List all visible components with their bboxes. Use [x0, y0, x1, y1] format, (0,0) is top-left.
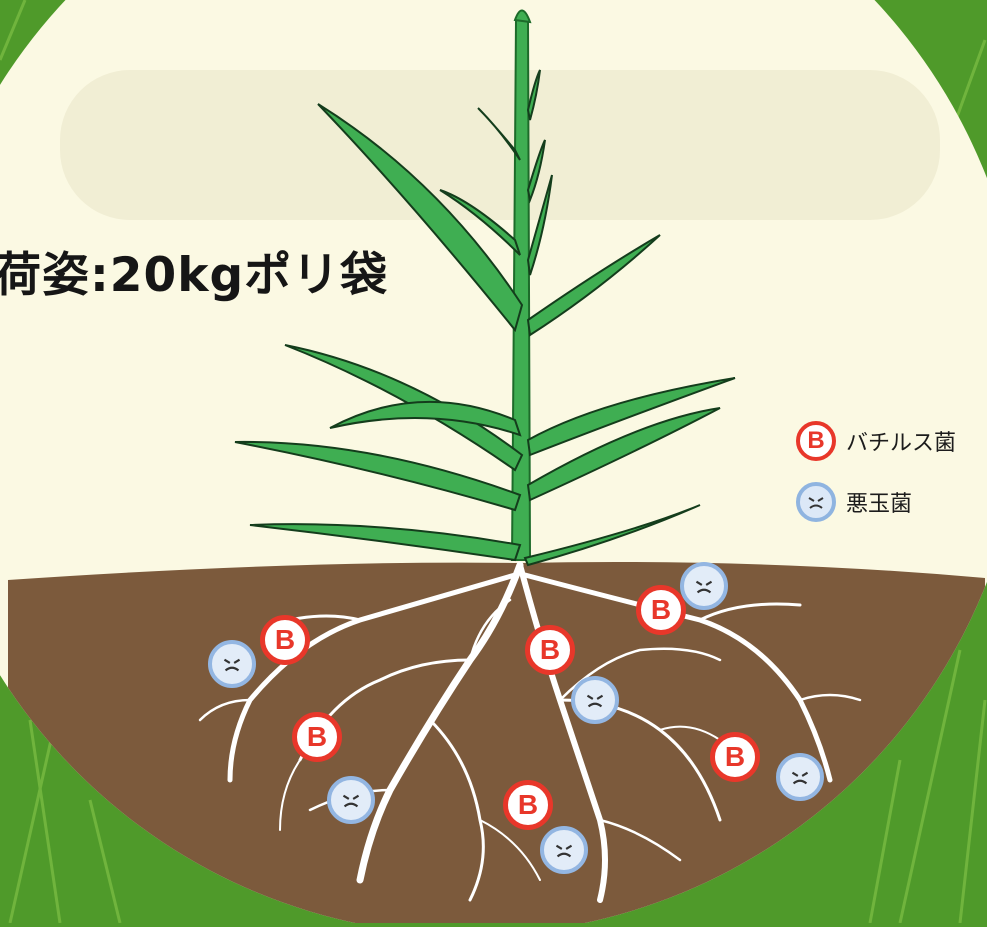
legend-bad: 悪玉菌 — [796, 482, 912, 522]
packaging-label: 荷姿:20kgポリ袋 — [0, 236, 388, 305]
bacillus-microbe: B — [525, 625, 575, 675]
bacillus-microbe: B — [710, 732, 760, 782]
legend-bad-label: 悪玉菌 — [846, 486, 912, 518]
legend-bacillus-label: バチルス菌 — [846, 425, 956, 457]
bacillus-microbe: B — [503, 780, 553, 830]
angry-microbe-icon — [540, 826, 588, 874]
bacillus-microbe: B — [292, 712, 342, 762]
angry-microbe-icon — [796, 482, 836, 522]
angry-microbe-icon — [327, 776, 375, 824]
angry-microbe-icon — [208, 640, 256, 688]
angry-microbe-icon — [571, 676, 619, 724]
legend-bacillus: B バチルス菌 — [796, 421, 956, 461]
angry-microbe-icon — [680, 562, 728, 610]
bacillus-microbe: B — [636, 585, 686, 635]
angry-microbe-icon — [776, 753, 824, 801]
watermark — [60, 70, 940, 220]
bacillus-legend-icon: B — [796, 421, 836, 461]
bacillus-microbe: B — [260, 615, 310, 665]
